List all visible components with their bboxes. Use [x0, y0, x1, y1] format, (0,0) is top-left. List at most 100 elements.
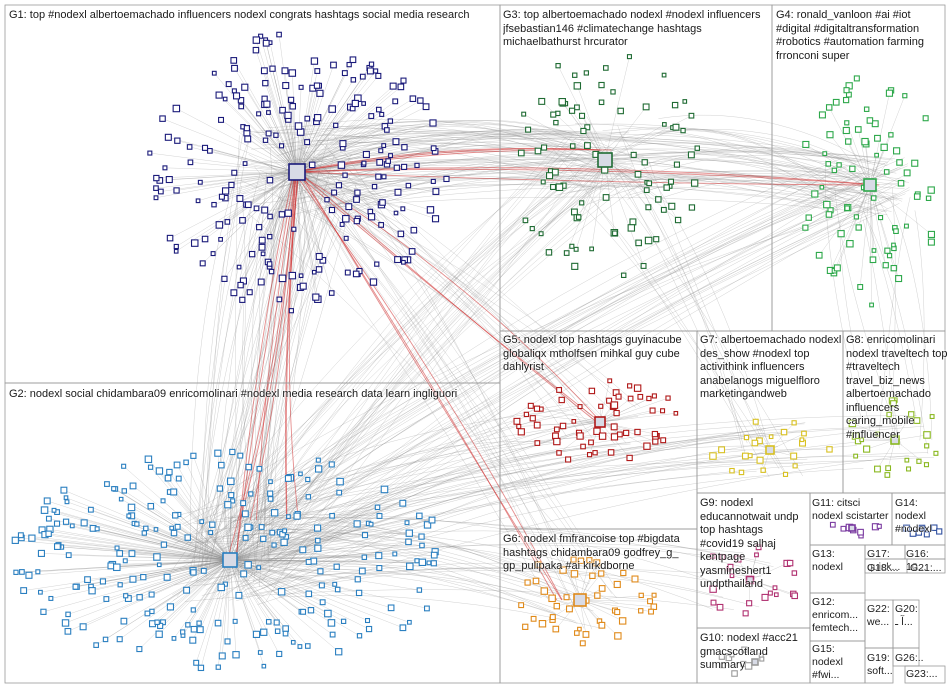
graph-node: [894, 229, 899, 234]
graph-node: [369, 62, 373, 66]
graph-node: [643, 104, 649, 110]
graph-node: [672, 102, 677, 107]
graph-node: [827, 132, 833, 138]
graph-node: [924, 463, 928, 467]
graph-node: [406, 183, 410, 187]
graph-node: [661, 208, 666, 213]
graph-node: [897, 160, 902, 165]
graph-node: [934, 451, 938, 455]
graph-node: [628, 384, 632, 388]
graph-node: [444, 176, 449, 181]
graph-node: [417, 513, 422, 518]
graph-node: [261, 68, 267, 74]
graph-node: [803, 225, 808, 230]
graph-node: [187, 145, 192, 150]
graph-node: [344, 236, 348, 240]
graph-node: [341, 619, 345, 623]
graph-node: [291, 641, 295, 645]
graph-node: [290, 104, 295, 109]
graph-node: [217, 486, 222, 491]
graph-node: [669, 203, 675, 209]
graph-node: [238, 282, 243, 287]
graph-node: [881, 144, 887, 150]
graph-node: [119, 497, 123, 501]
graph-node: [47, 516, 52, 521]
graph-node: [425, 606, 430, 611]
graph-node: [781, 429, 786, 434]
graph-node: [211, 252, 215, 256]
graph-node: [551, 185, 556, 190]
graph-node: [405, 521, 409, 525]
graph-node: [64, 496, 68, 500]
graph-node: [812, 191, 818, 197]
graph-node: [792, 421, 796, 425]
graph-node: [549, 595, 555, 601]
graph-node: [314, 83, 319, 88]
graph-node: [145, 611, 150, 616]
graph-node: [838, 231, 844, 237]
graph-node: [359, 568, 365, 574]
graph-node: [635, 172, 641, 178]
graph-node: [313, 294, 319, 300]
graph-node: [36, 570, 40, 574]
graph-node: [864, 446, 870, 452]
graph-node: [429, 517, 435, 523]
graph-node: [233, 619, 237, 623]
graph-node: [875, 466, 881, 472]
graph-node: [243, 536, 248, 541]
graph-node: [243, 162, 247, 166]
graph-node: [844, 98, 849, 103]
group-label-g12: G12: enricom... femtech...: [812, 596, 864, 638]
graph-node: [846, 139, 851, 144]
graph-node: [272, 543, 276, 547]
graph-node: [283, 83, 289, 89]
graph-node: [535, 441, 540, 446]
graph-node: [316, 538, 321, 543]
graph-node: [394, 165, 399, 170]
group-label-g2: G2: nodexl social chidambara09 enricomol…: [9, 388, 504, 402]
graph-node: [167, 469, 172, 474]
graph-node: [688, 152, 694, 158]
graph-node: [198, 665, 203, 670]
graph-node: [267, 111, 271, 115]
graph-node: [196, 199, 200, 203]
graph-node: [191, 570, 196, 575]
graph-node: [917, 459, 921, 463]
graph-node: [894, 148, 900, 154]
graph-node: [128, 504, 134, 510]
graph-node: [249, 492, 253, 496]
graph-node: [926, 196, 930, 200]
graph-node: [862, 138, 868, 144]
graph-node: [283, 529, 287, 533]
graph-node: [299, 274, 303, 278]
graph-node: [806, 215, 811, 220]
graph-node: [554, 603, 559, 608]
graph-node: [325, 198, 329, 202]
graph-node: [401, 78, 406, 83]
graph-node: [258, 651, 262, 655]
graph-node: [583, 632, 589, 638]
graph-node: [377, 160, 383, 166]
graph-node: [896, 276, 902, 282]
graph-node: [599, 433, 605, 439]
graph-node: [261, 252, 265, 256]
graph-node: [556, 184, 562, 190]
graph-node: [239, 104, 244, 109]
graph-node: [381, 486, 387, 492]
graph-node: [892, 243, 896, 247]
graph-node: [212, 71, 216, 75]
graph-node: [163, 166, 167, 170]
graph-node: [285, 112, 291, 118]
group-label-g4: G4: ronald_vanloon #ai #iot #digital #di…: [776, 9, 946, 63]
group-label-g15: G15: nodexl #fwi...: [812, 643, 864, 685]
group-label-g5: G5: nodexl top hashtags guyinacube globa…: [503, 334, 698, 375]
graph-node: [14, 570, 18, 574]
graph-node: [923, 116, 928, 121]
graph-node: [663, 123, 667, 127]
graph-node: [171, 530, 176, 535]
graph-node: [615, 610, 620, 615]
graph-node: [300, 283, 306, 289]
graph-node: [793, 464, 797, 468]
graph-node: [739, 470, 743, 474]
graph-node: [352, 100, 358, 106]
